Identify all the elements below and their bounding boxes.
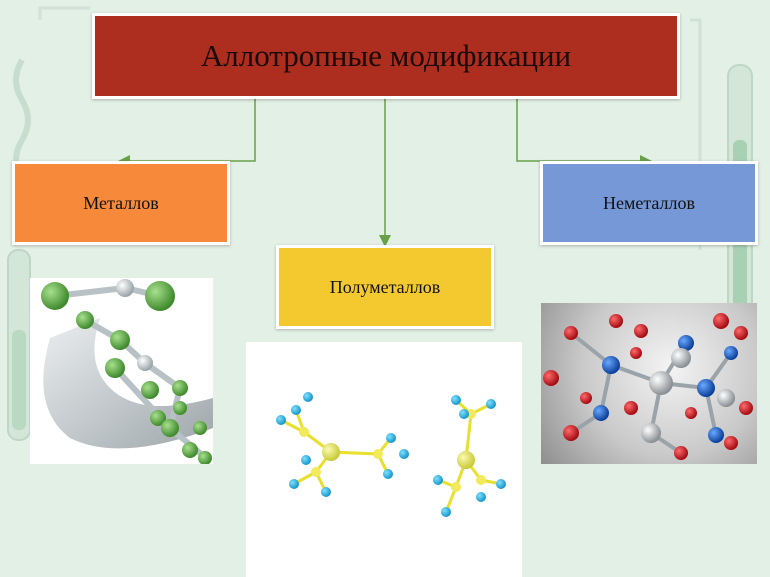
semimetals-molecule-image — [246, 342, 522, 577]
nonmetals-box: Неметаллов — [540, 161, 758, 245]
metals-label: Металлов — [83, 192, 159, 213]
semimetals-label: Полуметаллов — [329, 276, 441, 297]
nonmetals-molecule-image — [541, 303, 757, 464]
nonmetals-label: Неметаллов — [602, 192, 696, 213]
title-box: Аллотропные модификации — [92, 13, 680, 99]
connector-nonmetals — [516, 99, 652, 167]
semimetals-box: Полуметаллов — [276, 245, 494, 329]
diagram-title: Аллотропные модификации — [200, 38, 572, 73]
metals-box: Металлов — [12, 161, 230, 245]
connector-metals — [118, 99, 256, 167]
metals-molecule-image — [30, 278, 213, 464]
